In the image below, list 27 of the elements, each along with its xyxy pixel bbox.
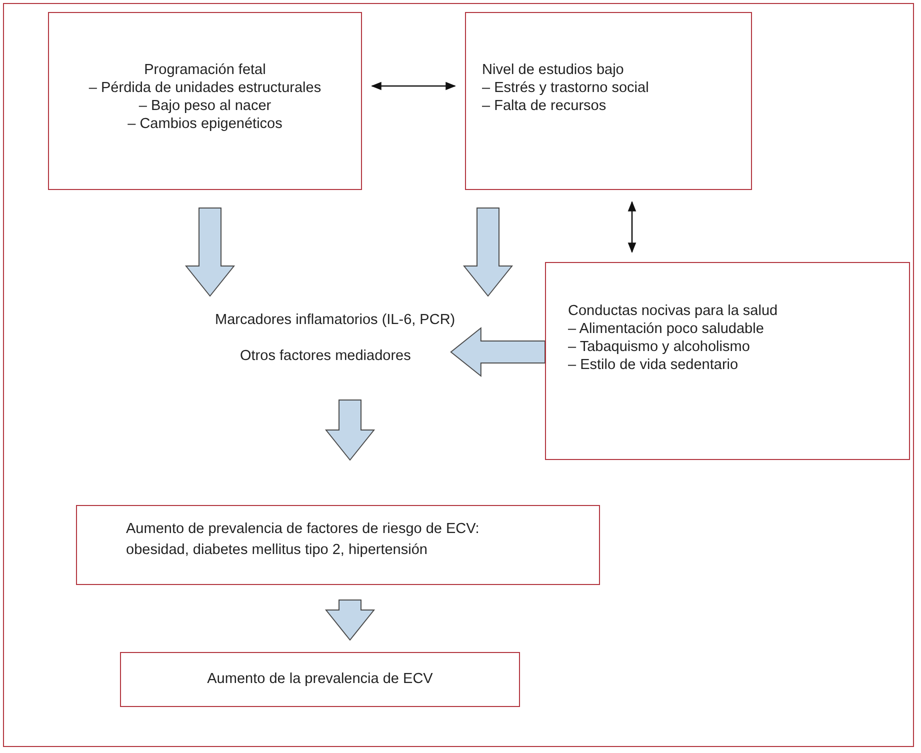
block-arrow (324, 400, 376, 461)
list-item: – Estilo de vida sedentario (568, 356, 738, 374)
process-box (76, 505, 600, 585)
process-box (48, 12, 362, 190)
text-label: Otros factores mediadores (236, 344, 415, 368)
list-item: – Bajo peso al nacer (138, 97, 272, 115)
box-heading: Aumento de la prevalencia de ECV (207, 670, 433, 688)
block-arrow (184, 208, 236, 297)
list-item: – Alimentación poco saludable (568, 320, 764, 338)
block-arrow (324, 600, 376, 641)
list-item: – Falta de recursos (482, 97, 606, 115)
process-box (120, 652, 520, 707)
list-item: – Cambios epigenéticos (128, 115, 282, 133)
process-box (545, 262, 910, 460)
box-heading: Nivel de estudios bajo (482, 61, 624, 79)
list-item: – Tabaquismo y alcoholismo (568, 338, 750, 356)
box-heading: Programación fetal (144, 61, 266, 79)
block-arrow (450, 326, 546, 378)
box-heading: Aumento de prevalencia de factores de riesgo de ECV: obesidad, diabetes mellitus tipo 2, hipertensión (126, 520, 480, 560)
double-arrow (370, 82, 456, 90)
double-arrow (628, 200, 636, 254)
box-heading: Conductas nocivas para la salud (568, 302, 778, 320)
list-item: – Pérdida de unidades estructurales (88, 79, 322, 97)
text-label: Marcadores inflamatorios (IL-6, PCR) (211, 308, 460, 332)
block-arrow (462, 208, 514, 297)
process-box (465, 12, 752, 190)
list-item: – Estrés y trastorno social (482, 79, 649, 97)
